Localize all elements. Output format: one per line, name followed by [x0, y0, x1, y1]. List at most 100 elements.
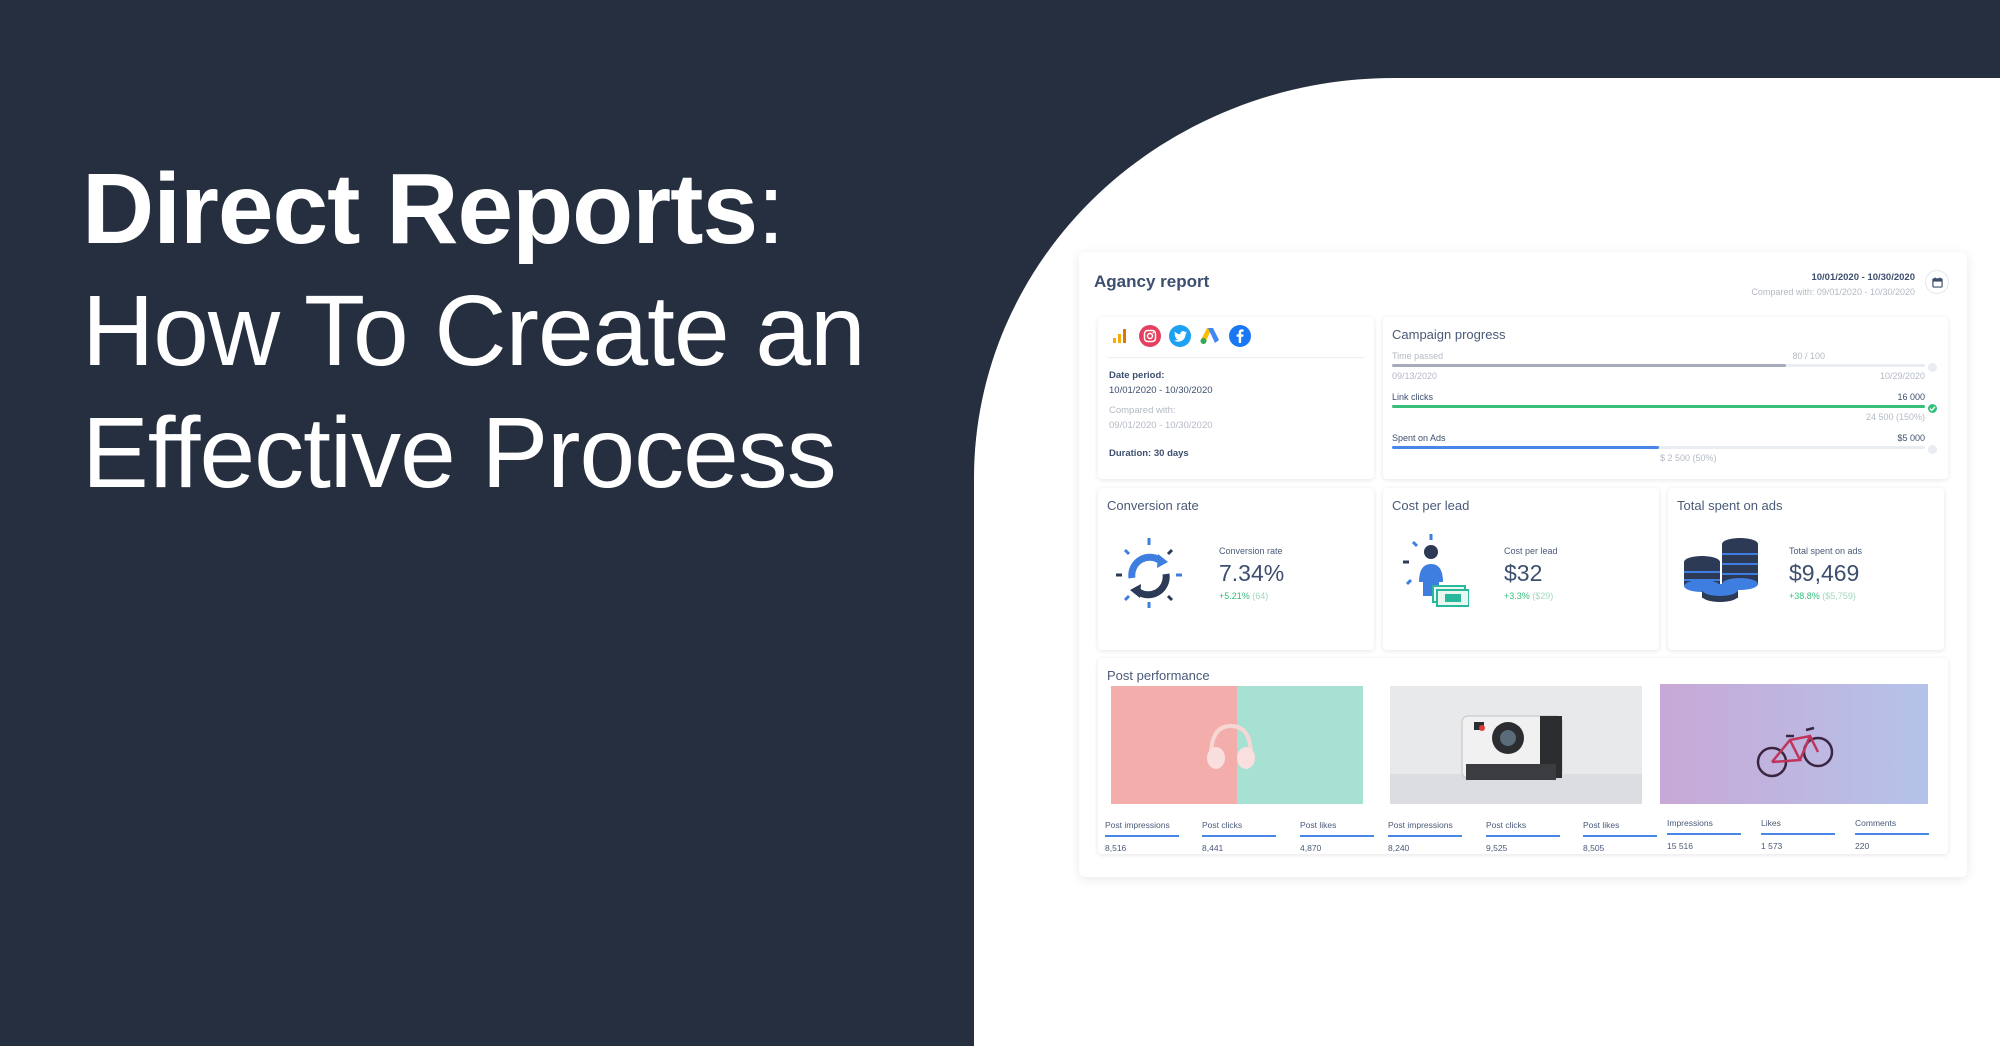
sources-card: Date period: 10/01/2020 - 10/30/2020 Com… [1098, 317, 1374, 479]
facebook-icon [1229, 325, 1251, 347]
compared-with: Compared with: 09/01/2020 - 10/30/2020 [1109, 405, 1213, 431]
progress-link-clicks: Link clicks 16 000 24 500 (150%) [1392, 392, 1937, 422]
report-title: Agancy report [1094, 272, 1210, 291]
post-metric-label: Impressions [1667, 818, 1741, 835]
date-period: Date period: 10/01/2020 - 10/30/2020 [1109, 370, 1213, 396]
hero-line-1: Direct Reports: [82, 148, 982, 270]
instagram-icon [1139, 325, 1161, 347]
post-metric-label: Likes [1761, 818, 1835, 835]
person-money-icon [1403, 534, 1469, 607]
date-range[interactable]: 10/01/2020 - 10/30/2020 Compared with: 0… [1751, 272, 1915, 297]
post-image-camera[interactable] [1390, 686, 1642, 804]
cpl-delta: +3.3% ($29) [1504, 591, 1558, 601]
post-metric-label: Post likes [1300, 820, 1374, 837]
post-metric: Likes 1 573 [1761, 818, 1835, 851]
twitter-icon [1169, 325, 1191, 347]
post-performance-card: Post performance [1098, 658, 1948, 854]
source-icons [1109, 325, 1251, 347]
sources-divider [1107, 357, 1365, 358]
post-performance-title: Post performance [1107, 668, 1210, 683]
total-label: Total spent on ads [1789, 546, 1863, 556]
post-image-bicycle[interactable] [1660, 684, 1928, 804]
duration: Duration: 30 days [1109, 448, 1189, 459]
post-metric-value: 4,870 [1300, 843, 1322, 853]
time-end: 10/29/2020 [1879, 371, 1925, 381]
time-progress-fill [1392, 364, 1787, 367]
post-metric-value: 8,441 [1202, 843, 1224, 853]
post-metric-value: 1 573 [1761, 841, 1783, 851]
agency-report-card: Agancy report 10/01/2020 - 10/30/2020 Co… [1079, 252, 1967, 877]
campaign-progress-card: Campaign progress Time passed 80 / 100 0… [1383, 317, 1948, 479]
compared-value: 09/01/2020 - 10/30/2020 [1109, 420, 1213, 431]
conversion-delta-prev: (64) [1252, 591, 1269, 601]
conversion-delta: +5.21% (64) [1219, 591, 1284, 601]
post-metric-label: Post impressions [1388, 820, 1462, 837]
clicks-value: 16 000 [1897, 392, 1925, 402]
post-metric: Post likes 4,870 [1300, 820, 1374, 853]
total-title: Total spent on ads [1677, 498, 1783, 513]
post-image-headphones[interactable] [1111, 686, 1363, 804]
date-period-value: 10/01/2020 - 10/30/2020 [1109, 385, 1213, 396]
compared-label: Compared with: [1109, 405, 1176, 416]
time-value: 80 / 100 [1792, 351, 1825, 361]
spent-label: Spent on Ads [1392, 433, 1446, 443]
post-metric-value: 8,240 [1388, 843, 1410, 853]
hero-title-bold: Direct Reports [82, 153, 758, 265]
total-delta-percent: +38.8% [1789, 591, 1820, 601]
progress-time-passed: Time passed 80 / 100 09/13/2020 10/29/20… [1392, 351, 1937, 381]
post-metric: Post clicks 8,441 [1202, 820, 1276, 853]
hero-line-2: How To Create an [82, 275, 866, 387]
cpl-delta-percent: +3.3% [1504, 591, 1530, 601]
time-label: Time passed [1392, 351, 1444, 361]
cost-per-lead-card: Cost per lead Cost per lead $32 +3.3% ($… [1383, 488, 1659, 650]
conversion-title: Conversion rate [1107, 498, 1199, 513]
time-progress-bar [1392, 364, 1925, 367]
post-metric: Post impressions 8,240 [1388, 820, 1462, 853]
total-value: $9,469 [1789, 560, 1860, 586]
post-metric-value: 15 516 [1667, 841, 1693, 851]
google-analytics-icon [1109, 325, 1131, 347]
spent-end-dot [1928, 445, 1937, 454]
date-period-label: Date period: [1109, 370, 1165, 381]
post-metric-value: 220 [1855, 841, 1870, 851]
post-metric: Comments 220 [1855, 818, 1929, 851]
clicks-progress-fill [1392, 405, 1925, 408]
total-spent-card: Total spent on ads Total spen [1668, 488, 1944, 650]
calendar-icon[interactable] [1925, 270, 1949, 294]
total-metric: Total spent on ads $9,469 +38.8% ($5,759… [1789, 546, 1862, 601]
conversion-label: Conversion rate [1219, 546, 1283, 556]
post-metric-value: 8,516 [1105, 843, 1127, 853]
progress-spent-on-ads: Spent on Ads $5 000 $ 2 500 (50%) [1392, 433, 1937, 463]
total-delta-prev: ($5,759) [1822, 591, 1856, 601]
date-range-compared: Compared with: 09/01/2020 - 10/30/2020 [1751, 287, 1915, 297]
date-range-main: 10/01/2020 - 10/30/2020 [1811, 272, 1915, 283]
cpl-value: $32 [1504, 560, 1543, 586]
clicks-progress-bar [1392, 405, 1925, 408]
conversion-metric: Conversion rate 7.34% +5.21% (64) [1219, 546, 1284, 601]
conversion-delta-percent: +5.21% [1219, 591, 1250, 601]
hero-title-colon: : [757, 153, 785, 265]
post-metric-label: Post clicks [1202, 820, 1276, 837]
hero-headline: Direct Reports: How To Create an Effecti… [82, 148, 982, 514]
cpl-title: Cost per lead [1392, 498, 1470, 513]
time-start: 09/13/2020 [1392, 371, 1438, 381]
clicks-below: 24 500 (150%) [1865, 412, 1925, 422]
check-circle-icon [1928, 404, 1937, 413]
cpl-metric: Cost per lead $32 +3.3% ($29) [1504, 546, 1558, 601]
refresh-cycle-icon [1116, 538, 1182, 608]
spent-below: $ 2 500 (50%) [1660, 453, 1717, 463]
post-metric-label: Post clicks [1486, 820, 1560, 837]
cpl-delta-prev: ($29) [1532, 591, 1554, 601]
campaign-title: Campaign progress [1392, 327, 1506, 342]
post-metric-label: Comments [1855, 818, 1929, 835]
hero-line-3: Effective Process [82, 397, 837, 509]
post-metric-value: 8,505 [1583, 843, 1605, 853]
cpl-label: Cost per lead [1504, 546, 1558, 556]
spent-value: $5 000 [1897, 433, 1925, 443]
google-ads-icon [1199, 325, 1221, 347]
duration-label: Duration: [1109, 448, 1152, 459]
post-metric: Post clicks 9,525 [1486, 820, 1560, 853]
post-metric-label: Post likes [1583, 820, 1657, 837]
post-metric-value: 9,525 [1486, 843, 1508, 853]
